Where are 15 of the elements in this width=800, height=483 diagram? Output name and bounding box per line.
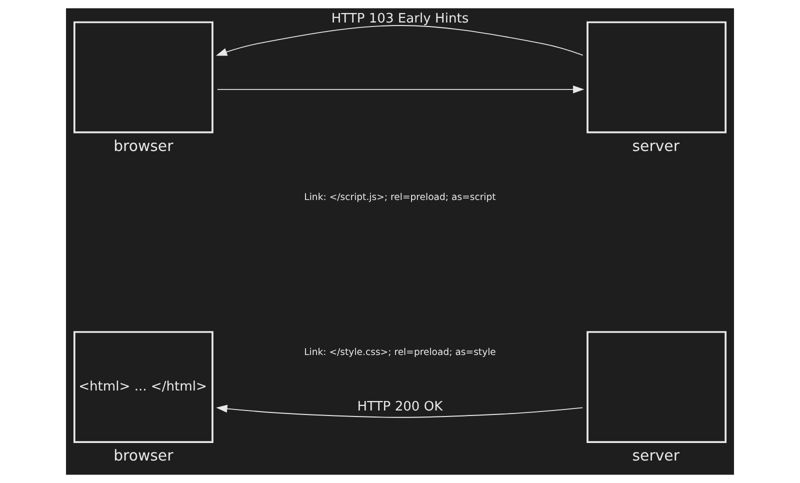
edge-label: HTTP 103 Early Hints [331, 11, 469, 26]
node-box [586, 331, 727, 444]
node-label: server [632, 446, 680, 465]
label: Link: </style.css>; rel=preload; as=style [304, 346, 496, 358]
arrow [216, 86, 584, 94]
edge-label: HTTP 200 OK [357, 400, 443, 415]
node-box [586, 21, 727, 134]
label: Link: </script.js>; rel=preload; as=script [304, 192, 496, 203]
node-label: browser [114, 136, 174, 155]
node-label: server [632, 136, 680, 155]
arrow [216, 25, 584, 56]
node-label: browser [114, 446, 174, 465]
node-box [73, 21, 214, 134]
arrow [216, 404, 583, 418]
node-box: <html> ... </html> [73, 331, 214, 444]
